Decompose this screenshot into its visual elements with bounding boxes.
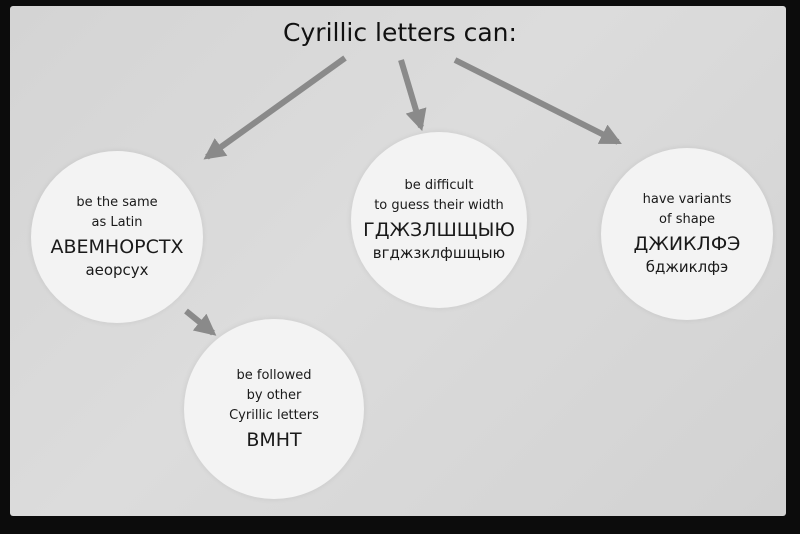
node-caption-line: by other bbox=[246, 388, 302, 403]
node-caption-line: have variants bbox=[642, 192, 732, 207]
node-caption-line: be difficult bbox=[404, 178, 474, 193]
node-same-as-latin: be the same as Latin АВЕМНОРСТХ аеорсух bbox=[31, 151, 203, 323]
node-variants-of-shape: have variants of shape ДЖИКЛФЭ бджиклфэ bbox=[601, 148, 773, 320]
uppercase-letters: ДЖИКЛФЭ bbox=[633, 233, 741, 255]
node-difficult-width: be difficult to guess their width ГДЖЗЛШ… bbox=[351, 132, 527, 308]
lowercase-letters: аеорсух bbox=[85, 261, 149, 279]
node-caption-line: be followed bbox=[236, 368, 312, 383]
node-caption-line: as Latin bbox=[91, 215, 143, 230]
node-caption-line: be the same bbox=[76, 195, 158, 210]
arrow-to-same-as-latin bbox=[203, 55, 347, 160]
node-caption-line: of shape bbox=[659, 212, 715, 227]
uppercase-letters: АВЕМНОРСТХ bbox=[50, 236, 184, 258]
lowercase-letters: вгджзклфшщыю bbox=[372, 244, 506, 262]
node-caption-line: to guess their width bbox=[374, 198, 504, 213]
arrow-to-followed-by-cyrillic bbox=[184, 308, 217, 336]
uppercase-letters: ГДЖЗЛШЩЫЮ bbox=[363, 219, 515, 241]
arrow-to-difficult-width bbox=[398, 59, 427, 132]
node-caption-line: Cyrillic letters bbox=[229, 408, 319, 423]
arrow-to-variants-of-shape bbox=[453, 57, 622, 145]
node-followed-by-cyrillic: be followed by other Cyrillic letters ВМ… bbox=[184, 319, 364, 499]
lowercase-letters: бджиклфэ bbox=[645, 258, 729, 276]
uppercase-letters: ВМНТ bbox=[246, 429, 302, 451]
diagram-title: Cyrillic letters can: bbox=[283, 18, 517, 47]
